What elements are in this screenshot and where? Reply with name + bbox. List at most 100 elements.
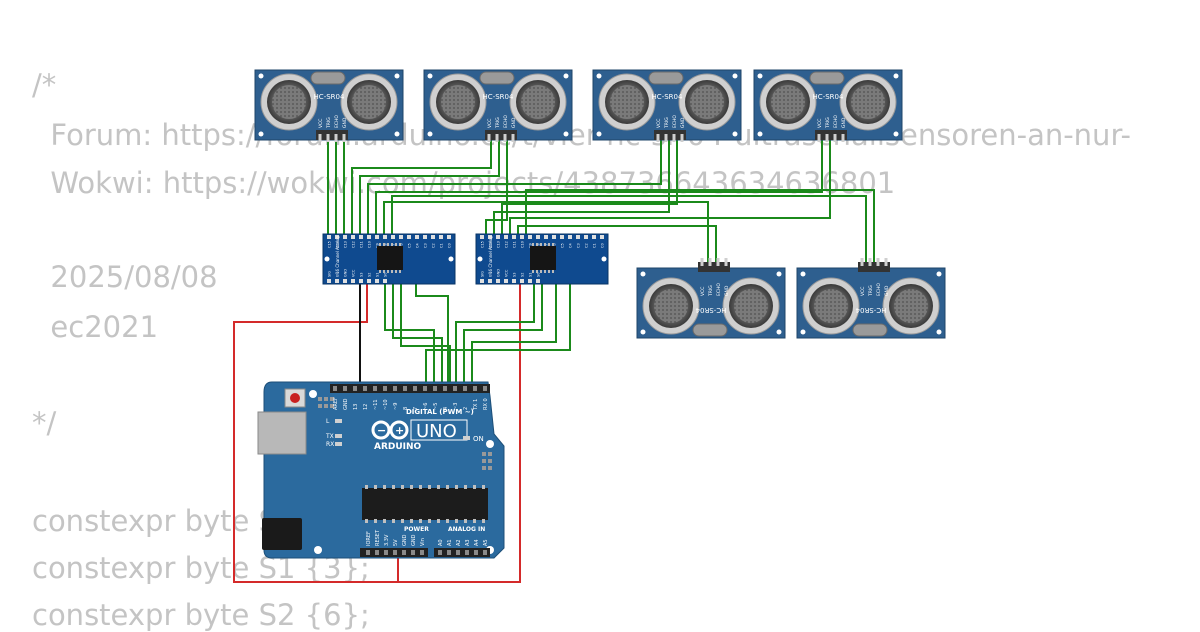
mux-channel-pin[interactable]	[391, 235, 395, 239]
wire-s1[interactable]	[463, 283, 543, 388]
sensor-pin[interactable]	[672, 134, 676, 142]
mux-channel-pin[interactable]	[359, 235, 363, 239]
mux-control-pin[interactable]	[327, 279, 331, 283]
wire-s1[interactable]	[392, 283, 443, 388]
wire-sensor[interactable]	[359, 140, 500, 236]
header-pin[interactable]	[483, 550, 487, 555]
sensor-pin[interactable]	[724, 258, 728, 266]
wire-s3[interactable]	[425, 283, 571, 388]
wire-sensor[interactable]	[485, 140, 508, 236]
mux-control-pin[interactable]	[359, 279, 363, 283]
mux-channel-pin[interactable]	[576, 235, 580, 239]
sensor-pin[interactable]	[700, 258, 704, 266]
header-pin[interactable]	[465, 550, 469, 555]
sensor-pin[interactable]	[860, 258, 864, 266]
wire-s0[interactable]	[455, 283, 535, 388]
mux-channel-pin[interactable]	[335, 235, 339, 239]
header-pin[interactable]	[402, 550, 406, 555]
sensor-pin[interactable]	[680, 134, 684, 142]
mux-channel-pin[interactable]	[520, 235, 524, 239]
sensor-pin[interactable]	[841, 134, 845, 142]
header-pin[interactable]	[453, 386, 457, 391]
header-pin[interactable]	[343, 386, 347, 391]
mux-channel-pin[interactable]	[367, 235, 371, 239]
header-pin[interactable]	[373, 386, 377, 391]
header-pin[interactable]	[403, 386, 407, 391]
sensor-pin[interactable]	[318, 134, 322, 142]
analog-pin-row[interactable]	[438, 550, 487, 555]
wire-sensor[interactable]	[391, 195, 867, 262]
mux-channel-pin[interactable]	[399, 235, 403, 239]
header-pin[interactable]	[384, 550, 388, 555]
wire-sensor[interactable]	[367, 140, 662, 236]
wire-sensor[interactable]	[351, 140, 492, 236]
header-pin[interactable]	[333, 386, 337, 391]
sensor-pin[interactable]	[664, 134, 668, 142]
wire-sensor[interactable]	[525, 189, 875, 262]
mux-channel-pin[interactable]	[480, 235, 484, 239]
mux-channel-pin[interactable]	[343, 235, 347, 239]
header-pin[interactable]	[433, 386, 437, 391]
header-pin[interactable]	[413, 386, 417, 391]
sensor-pin[interactable]	[868, 258, 872, 266]
mux-channel-pin[interactable]	[584, 235, 588, 239]
sensor-pin[interactable]	[511, 134, 515, 142]
mux-channel-pin[interactable]	[383, 235, 387, 239]
mux-channel-pin[interactable]	[431, 235, 435, 239]
sensor-pin[interactable]	[487, 134, 491, 142]
header-pin[interactable]	[375, 550, 379, 555]
sensor-pin[interactable]	[817, 134, 821, 142]
header-pin[interactable]	[411, 550, 415, 555]
sensor-pin[interactable]	[716, 258, 720, 266]
sensor-pin[interactable]	[825, 134, 829, 142]
mux-control-pin[interactable]	[512, 279, 516, 283]
power-pin-row[interactable]	[366, 550, 424, 555]
mux-channel-pin[interactable]	[327, 235, 331, 239]
mux-control-pin[interactable]	[383, 279, 387, 283]
mux-channel-pin[interactable]	[560, 235, 564, 239]
header-pin[interactable]	[473, 386, 477, 391]
wire-vcc[interactable]	[398, 283, 521, 583]
wire-sensor[interactable]	[517, 225, 717, 262]
wire-s3[interactable]	[415, 283, 449, 388]
mux-control-pin[interactable]	[367, 279, 371, 283]
wire-sensor[interactable]	[509, 140, 831, 236]
header-pin[interactable]	[438, 550, 442, 555]
header-pin[interactable]	[366, 550, 370, 555]
arduino-uno-board[interactable]: − + UNO ARDUINO ON DIGITAL (PWM ~) POWER…	[257, 381, 505, 559]
mux-channel-pin[interactable]	[528, 235, 532, 239]
sensor-pin[interactable]	[334, 134, 338, 142]
sensor-pin[interactable]	[656, 134, 660, 142]
digital-pin-row[interactable]	[333, 386, 487, 391]
mux-channel-pin[interactable]	[496, 235, 500, 239]
mux-channel-pin[interactable]	[552, 235, 556, 239]
mux-channel-pin[interactable]	[407, 235, 411, 239]
mux-channel-pin[interactable]	[512, 235, 516, 239]
sensor-pin[interactable]	[876, 258, 880, 266]
mux-control-pin[interactable]	[488, 279, 492, 283]
mux-channel-pin[interactable]	[600, 235, 604, 239]
header-pin[interactable]	[363, 386, 367, 391]
wire-sensor[interactable]	[493, 140, 670, 236]
header-pin[interactable]	[393, 550, 397, 555]
mux-control-pin[interactable]	[536, 279, 540, 283]
header-pin[interactable]	[463, 386, 467, 391]
wire-vcc[interactable]	[233, 283, 399, 583]
sensor-pin[interactable]	[326, 134, 330, 142]
header-pin[interactable]	[474, 550, 478, 555]
mux-control-pin[interactable]	[343, 279, 347, 283]
wire-sensor[interactable]	[501, 140, 678, 236]
mux-channel-pin[interactable]	[375, 235, 379, 239]
mux-control-pin[interactable]	[528, 279, 532, 283]
mux-channel-pin[interactable]	[488, 235, 492, 239]
mux-control-pin[interactable]	[335, 279, 339, 283]
header-pin[interactable]	[447, 550, 451, 555]
